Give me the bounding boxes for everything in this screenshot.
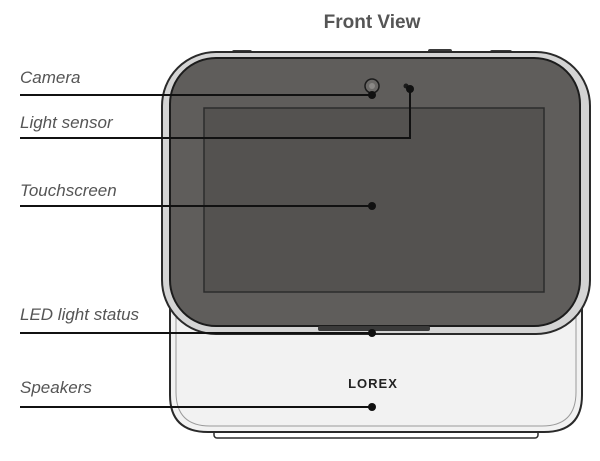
light-sensor-label: Light sensor (20, 113, 113, 132)
light-sensor-endpoint (406, 85, 414, 93)
camera-label: Camera (20, 68, 81, 87)
touchscreen-display (203, 107, 545, 293)
speakers-endpoint (368, 403, 376, 411)
lorex-logo: LOREX (348, 376, 398, 391)
led-light-strip (318, 326, 430, 331)
led-light-status-label: LED light status (20, 305, 140, 324)
camera-endpoint (368, 91, 376, 99)
light-sensor-leader (20, 89, 411, 139)
diagram-title: Front View (323, 12, 421, 33)
led-light-status-endpoint (368, 329, 376, 337)
touchscreen-label: Touchscreen (20, 181, 117, 200)
touchscreen-endpoint (368, 202, 376, 210)
leader-lines (20, 89, 411, 408)
speakers-label: Speakers (20, 378, 92, 397)
